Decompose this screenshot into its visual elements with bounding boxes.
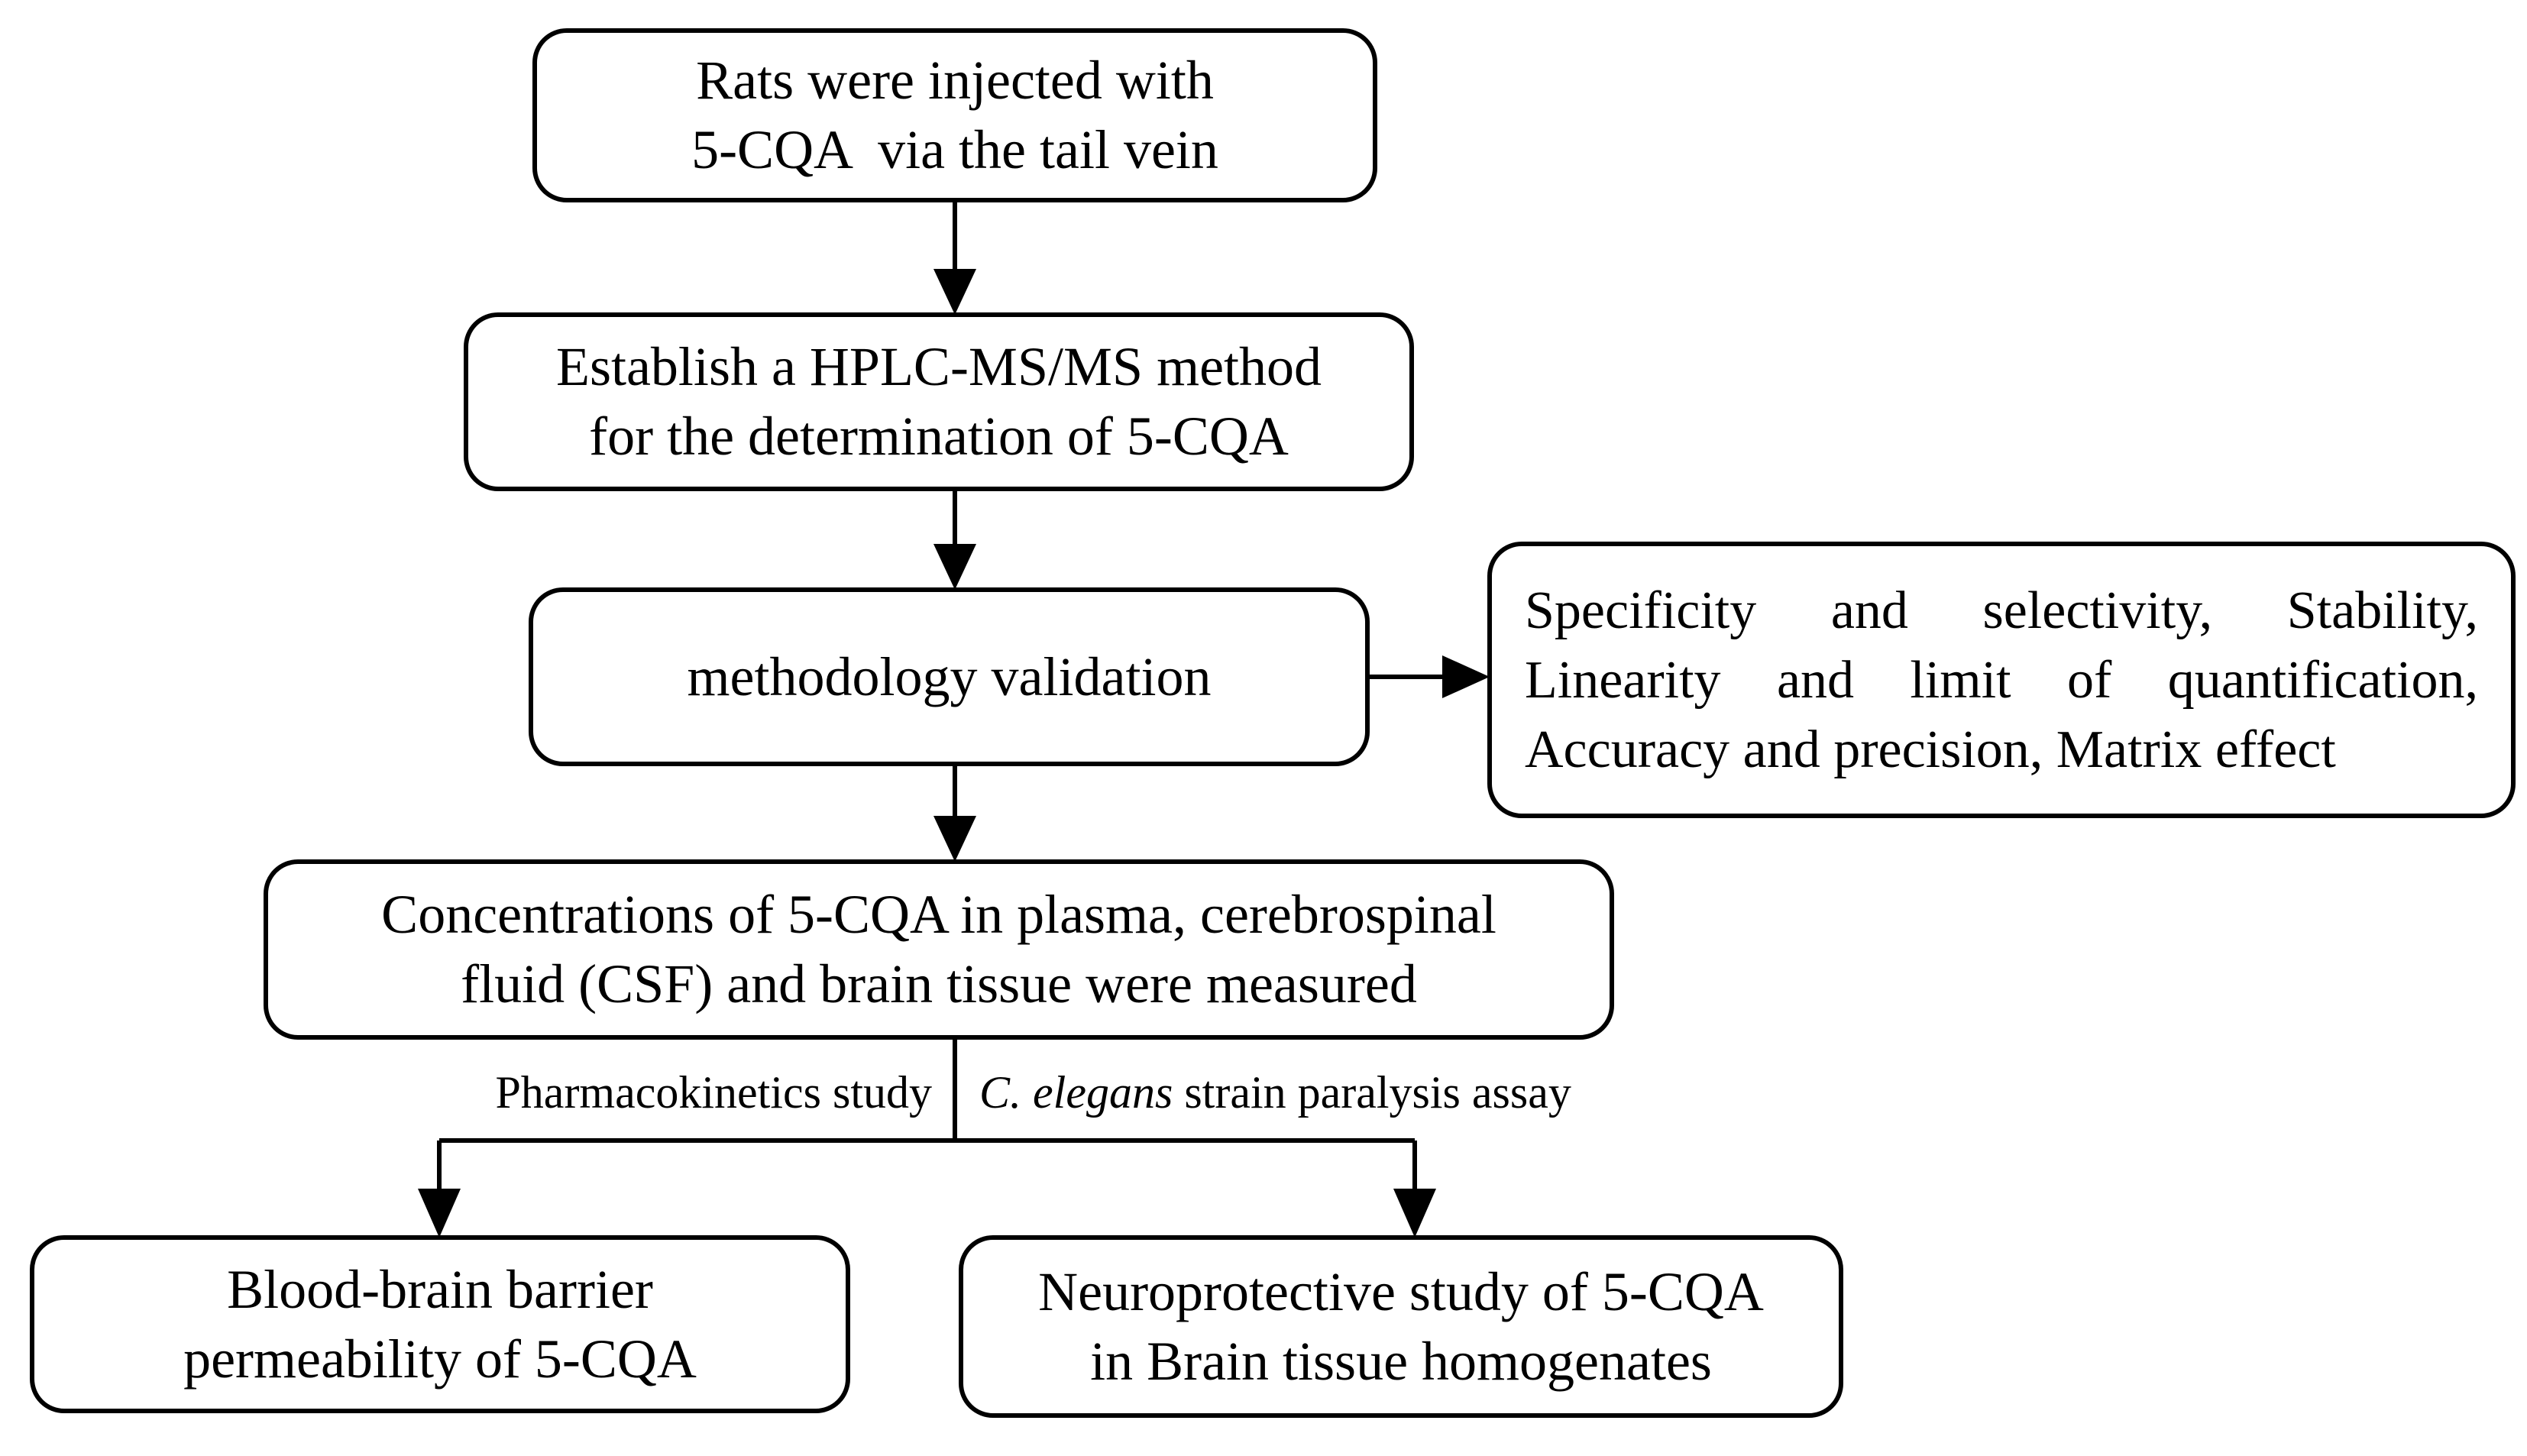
detail-word-and-2: and	[1776, 650, 1855, 710]
node-validation-details[interactable]: Specificity and selectivity, Stability, …	[1525, 544, 2478, 816]
node-injection-line-1: Rats were injected with	[696, 50, 1214, 112]
node-injection-line-2: 5-CQA via the tail vein	[691, 119, 1218, 180]
node-concentrations-line-1: Concentrations of 5-CQA in plasma, cereb…	[381, 884, 1496, 946]
node-concentrations-line-2: fluid (CSF) and brain tissue were measur…	[461, 953, 1417, 1014]
node-concentrations[interactable]: Concentrations of 5-CQA in plasma, cereb…	[266, 862, 1612, 1037]
node-validation-line-1: methodology validation	[687, 645, 1212, 707]
branch-label-right-text: strain paralysis assay	[1184, 1067, 1571, 1118]
arrowhead-concentrations-to-bbb	[418, 1189, 461, 1238]
node-validation-details-line-1: Specificity and selectivity, Stability,	[1525, 576, 2478, 645]
detail-line-accuracy: Accuracy and precision, Matrix effect	[1525, 720, 2336, 779]
node-shape-concentrations[interactable]	[264, 859, 1614, 1040]
node-bbb-line-2: permeability of 5-CQA	[183, 1328, 697, 1390]
node-shape-method[interactable]	[464, 312, 1414, 491]
node-neuro-line-2: in Brain tissue homogenates	[1090, 1330, 1712, 1392]
detail-word-selectivity: selectivity,	[1982, 581, 2213, 640]
node-method-line-1: Establish a HPLC-MS/MS method	[555, 336, 1322, 398]
detail-word-of: of	[2067, 650, 2112, 710]
node-neuro[interactable]: Neuroprotective study of 5-CQA in Brain …	[961, 1238, 1841, 1416]
arrowhead-concentrations-to-neuro	[1393, 1189, 1436, 1238]
detail-word-and-1: and	[1830, 581, 1908, 640]
detail-word-stability: Stability,	[2286, 581, 2478, 640]
node-validation-details-line-3: Accuracy and precision, Matrix effect	[1525, 715, 2478, 785]
branch-label-right-spacer	[1173, 1067, 1184, 1118]
detail-word-linearity: Linearity	[1525, 650, 1721, 710]
node-shape-bbb[interactable]	[30, 1235, 850, 1413]
arrowhead-injection-to-method	[933, 269, 976, 315]
branch-label-left-text: Pharmacokinetics study	[495, 1067, 932, 1118]
node-bbb[interactable]: Blood-brain barrier permeability of 5-CQ…	[32, 1238, 848, 1411]
node-bbb-line-1: Blood-brain barrier	[227, 1258, 653, 1320]
node-method-line-2: for the determination of 5-CQA	[589, 406, 1289, 467]
branch-label-right-species: C. elegans	[979, 1067, 1173, 1118]
node-shape-validation-details[interactable]	[1487, 542, 2516, 818]
node-validation-details-line-2: Linearity and limit of quantification,	[1525, 645, 2478, 715]
branch-label-celegans-assay: C. elegans strain paralysis assay	[979, 1069, 1667, 1115]
arrowhead-validation-to-concentrations	[933, 816, 976, 862]
arrowhead-validation-to-details	[1442, 655, 1490, 698]
detail-word-specificity: Specificity	[1525, 581, 1757, 640]
node-method[interactable]: Establish a HPLC-MS/MS method for the de…	[466, 315, 1412, 489]
detail-word-quantification: quantification,	[2167, 650, 2478, 710]
detail-word-limit: limit	[1910, 650, 2011, 710]
node-shape-neuro[interactable]	[959, 1235, 1843, 1418]
branch-label-pharmacokinetics: Pharmacokinetics study	[344, 1069, 932, 1115]
node-injection[interactable]: Rats were injected with 5-CQA via the ta…	[535, 31, 1375, 200]
arrowhead-method-to-validation	[933, 544, 976, 590]
node-validation[interactable]: methodology validation	[531, 590, 1367, 764]
node-neuro-line-1: Neuroprotective study of 5-CQA	[1038, 1260, 1764, 1322]
